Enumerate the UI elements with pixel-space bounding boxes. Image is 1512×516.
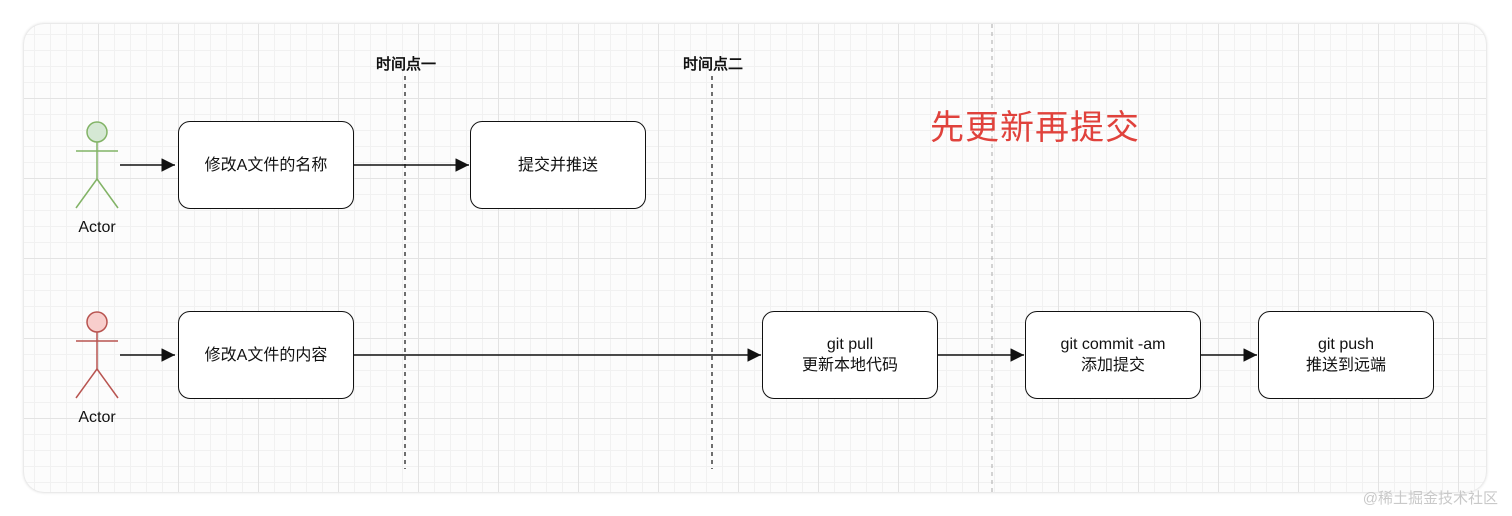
actor-one-figure <box>75 121 119 209</box>
timepoint-two-label: 时间点二 <box>683 56 744 73</box>
node-git-pull-description: 更新本地代码 <box>801 357 898 374</box>
node-git-commit-description: 添加提交 <box>1080 357 1145 374</box>
node-rename-file[interactable]: 修改A文件的名称 <box>178 121 354 209</box>
diagram-canvas: 时间点一 时间点二 先更新再提交 Actor Actor 修改A文件的名称 提交… <box>24 24 1486 492</box>
actor-two-label: Actor <box>78 409 116 426</box>
node-commit-and-push[interactable]: 提交并推送 <box>470 121 646 209</box>
node-edit-file-content[interactable]: 修改A文件的内容 <box>178 311 354 399</box>
node-git-push-description: 推送到远端 <box>1305 357 1386 374</box>
node-git-commit[interactable]: git commit -am 添加提交 <box>1025 311 1201 399</box>
actor-one-head <box>86 121 108 143</box>
node-git-pull[interactable]: git pull 更新本地代码 <box>762 311 938 399</box>
watermark: @稀土掘金技术社区 <box>1362 490 1498 507</box>
actor-two-head <box>86 311 108 333</box>
actor-two-figure <box>75 311 119 399</box>
node-commit-and-push-text: 提交并推送 <box>517 156 598 174</box>
timepoint-one-label: 时间点一 <box>376 56 437 73</box>
node-rename-file-text: 修改A文件的名称 <box>204 156 328 174</box>
node-git-push[interactable]: git push 推送到远端 <box>1258 311 1434 399</box>
node-git-pull-command: git pull <box>826 336 874 353</box>
diagram-edges <box>75 24 1257 492</box>
node-edit-file-content-text: 修改A文件的内容 <box>204 346 328 364</box>
node-git-push-command: git push <box>1317 336 1375 353</box>
diagram-heading: 先更新再提交 <box>930 109 1140 147</box>
actor-one-label: Actor <box>78 219 116 236</box>
node-git-commit-command: git commit -am <box>1060 336 1166 353</box>
